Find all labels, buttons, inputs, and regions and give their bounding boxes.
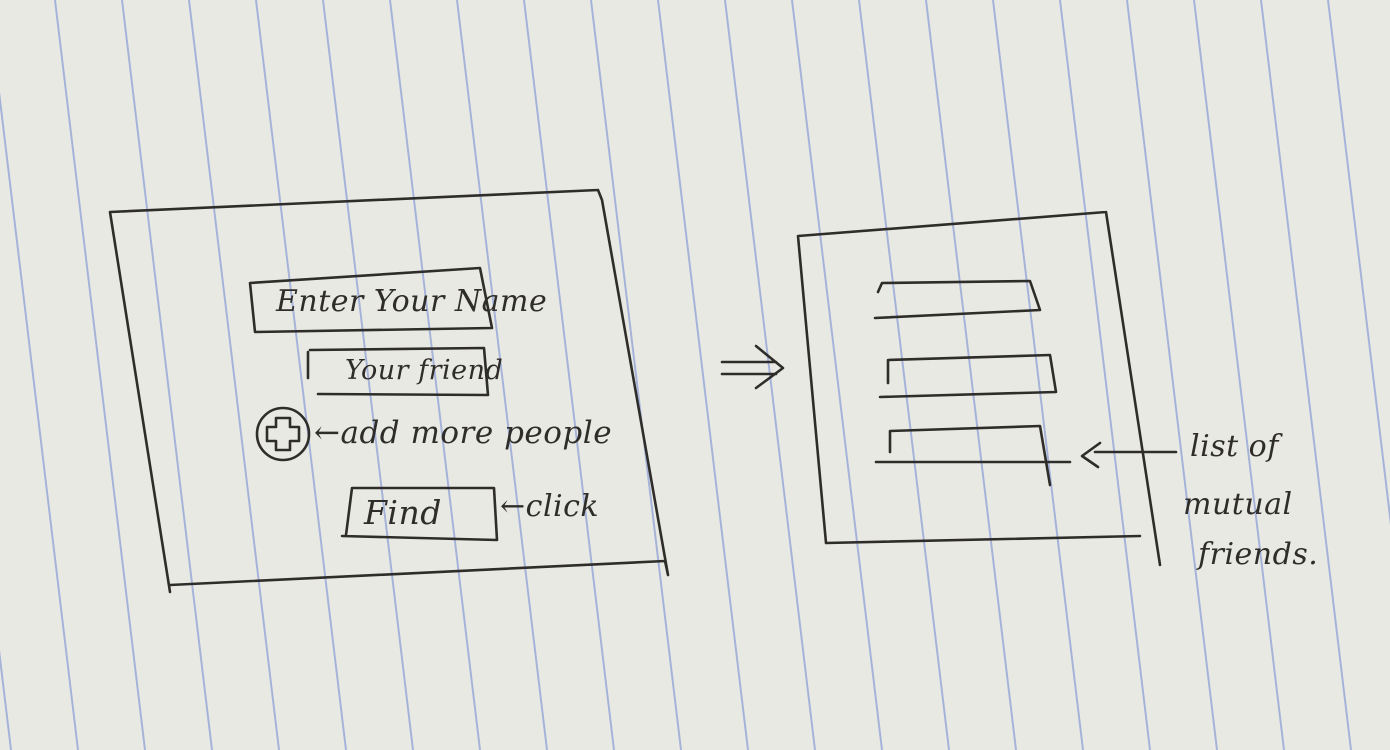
result-row-3 — [874, 424, 1072, 487]
rule-line — [1260, 0, 1352, 750]
rule-line — [121, 0, 213, 750]
rule-line — [925, 0, 1017, 750]
rule-line — [0, 91, 79, 750]
name-input-placeholder: Enter Your Name — [276, 284, 548, 319]
result-row-1 — [873, 279, 1042, 320]
rule-line — [1193, 0, 1285, 750]
rule-line — [657, 0, 749, 750]
rule-line — [523, 0, 615, 750]
rule-line — [992, 0, 1084, 750]
result-row-2 — [878, 353, 1058, 399]
list-annotation-arrow — [1080, 441, 1178, 469]
rule-line — [1126, 0, 1218, 750]
rule-line — [188, 0, 280, 750]
list-annotation-line1: list of — [1190, 429, 1279, 464]
rule-line — [1059, 0, 1151, 750]
add-more-people-annotation: ←add more people — [314, 415, 613, 451]
rule-line — [858, 0, 950, 750]
rule-line — [389, 0, 481, 750]
plus-circle-icon[interactable] — [255, 406, 311, 462]
transition-arrow — [720, 344, 785, 390]
list-annotation-line3: friends. — [1198, 537, 1319, 572]
rule-line — [590, 0, 682, 750]
find-button-label[interactable]: Find — [364, 493, 442, 532]
rule-line — [791, 0, 883, 750]
friend-input-box[interactable] — [306, 346, 490, 397]
rule-line — [322, 0, 414, 750]
find-button-box[interactable] — [340, 486, 499, 542]
list-annotation-line2: mutual — [1183, 487, 1293, 522]
name-input-box[interactable] — [248, 266, 494, 334]
rule-line — [456, 0, 548, 750]
rule-line — [255, 0, 347, 750]
rule-line — [54, 0, 146, 750]
rule-line — [1327, 0, 1390, 526]
left-screen-frame — [108, 188, 670, 594]
right-screen-frame — [796, 210, 1162, 567]
click-annotation: ←click — [500, 489, 600, 524]
friend-input-placeholder: Your friend — [345, 355, 504, 386]
